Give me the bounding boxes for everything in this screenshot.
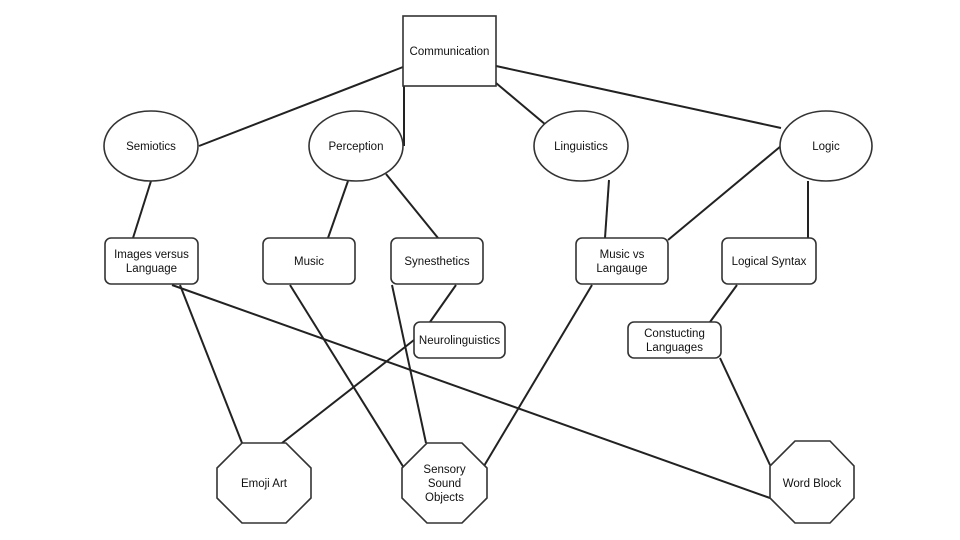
node-neurolinguistics: Neurolinguistics xyxy=(413,321,506,359)
edge-images-vs-language-emoji-art xyxy=(179,284,243,444)
node-word-block-label: Word Block xyxy=(783,478,842,490)
node-logic-label: Logic xyxy=(812,141,840,153)
node-music-label: Music xyxy=(294,256,324,268)
node-images-vs-language-label-1: Images versus xyxy=(114,249,189,261)
node-music-vs-language-label-2: Langauge xyxy=(596,263,647,275)
connectors xyxy=(132,65,809,499)
node-sensory-sound-objects: Sensory Sound Objects xyxy=(401,442,488,524)
node-images-vs-language-label-2: Language xyxy=(126,263,177,275)
edge-synesthetics-neurolinguistics xyxy=(429,284,457,323)
node-linguistics-label: Linguistics xyxy=(554,141,608,153)
node-sensory-sound-objects-label-1: Sensory xyxy=(423,464,465,476)
edge-synesthetics-sensory-sound-objects xyxy=(391,284,427,444)
node-communication-label: Communication xyxy=(410,46,490,58)
node-music: Music xyxy=(262,237,356,285)
edge-logic-music-vs-language xyxy=(667,145,782,241)
node-communication: Communication xyxy=(402,15,497,87)
node-constructing-languages-label-2: Languages xyxy=(646,342,703,354)
edge-linguistics-music-vs-language xyxy=(604,179,610,239)
edge-logical-syntax-constructing-languages xyxy=(709,284,738,323)
node-logical-syntax-label: Logical Syntax xyxy=(732,256,807,268)
node-constructing-languages: Constucting Languages xyxy=(627,321,722,359)
edge-neurolinguistics-emoji-art xyxy=(281,339,415,444)
node-semiotics-label: Semiotics xyxy=(126,141,176,153)
node-neurolinguistics-label: Neurolinguistics xyxy=(419,335,500,347)
node-word-block: Word Block xyxy=(769,440,855,524)
node-perception: Perception xyxy=(308,110,404,182)
node-linguistics: Linguistics xyxy=(533,110,629,182)
node-semiotics: Semiotics xyxy=(103,110,199,182)
edge-communication-semiotics xyxy=(198,66,404,147)
node-sensory-sound-objects-label-2: Sound xyxy=(428,478,461,490)
node-logic: Logic xyxy=(779,110,873,182)
node-synesthetics: Synesthetics xyxy=(390,237,484,285)
edge-perception-music xyxy=(327,180,349,239)
node-music-vs-language-label-1: Music vs xyxy=(600,249,645,261)
edge-perception-synesthetics xyxy=(385,173,439,239)
node-images-vs-language: Images versus Language xyxy=(104,237,199,285)
node-constructing-languages-label-1: Constucting xyxy=(644,328,705,340)
node-music-vs-language: Music vs Langauge xyxy=(575,237,669,285)
edge-communication-linguistics xyxy=(495,82,547,126)
node-logical-syntax: Logical Syntax xyxy=(721,237,817,285)
node-emoji-art-label: Emoji Art xyxy=(241,478,288,490)
node-emoji-art: Emoji Art xyxy=(216,442,312,524)
edge-communication-logic xyxy=(495,65,782,129)
edge-music-sensory-sound-objects xyxy=(289,284,405,469)
edge-semiotics-images-vs-language xyxy=(132,180,152,239)
node-perception-label: Perception xyxy=(329,141,384,153)
node-synesthetics-label: Synesthetics xyxy=(404,256,469,268)
edge-music-vs-language-sensory-sound-objects xyxy=(483,284,593,467)
edge-images-vs-language-word-block xyxy=(171,284,771,499)
edge-constructing-languages-word-block xyxy=(719,357,771,466)
node-sensory-sound-objects-label-3: Objects xyxy=(425,492,464,504)
